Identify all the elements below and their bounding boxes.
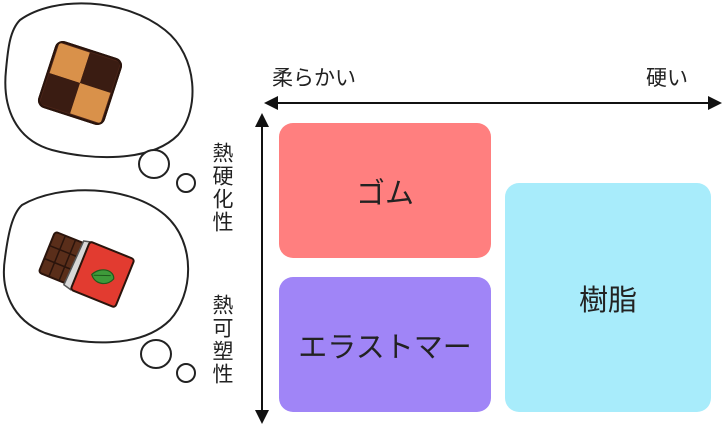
- elastomer-label: エラストマー: [298, 329, 472, 364]
- soft-label: 柔らかい: [272, 66, 356, 90]
- horizontal-axis-arrow: [264, 96, 722, 110]
- resin-box: 樹脂: [505, 183, 711, 412]
- top-thought-bubble: [4, 2, 196, 193]
- vertical-axis-arrow: [255, 113, 269, 424]
- chocolate-bar-icon: [38, 231, 135, 308]
- elastomer-box: エラストマー: [279, 277, 491, 412]
- thought-dot-large-bottom: [140, 339, 172, 369]
- resin-label: 樹脂: [578, 282, 637, 317]
- thought-dot-small-top: [176, 173, 196, 193]
- bottom-thought-bubble: [2, 189, 196, 383]
- hard-label: 硬い: [646, 66, 688, 90]
- rubber-box: ゴム: [279, 123, 491, 258]
- thermoplastic-label: 熱可塑性: [210, 294, 234, 386]
- thought-dot-large-top: [138, 149, 170, 179]
- rubber-label: ゴム: [355, 175, 414, 210]
- thermosetting-label: 熱硬化性: [210, 142, 234, 234]
- checkered-cookie-icon: [37, 40, 123, 126]
- thought-dot-small-bottom: [176, 363, 196, 383]
